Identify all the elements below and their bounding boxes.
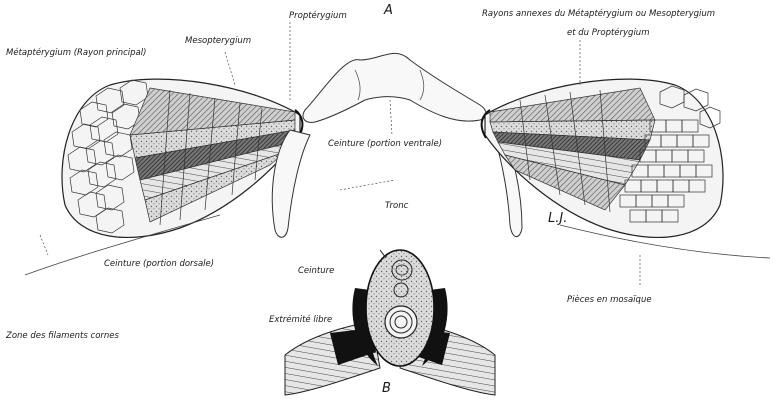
label-rayons-annexes-line1: Rayons annexes du Métaptérygium ou Mesop… <box>482 10 715 19</box>
label-propterygium: Proptérygium <box>289 12 347 21</box>
label-figure-b: B <box>382 382 391 395</box>
label-ceinture-dorsale: Ceinture (portion dorsale) <box>104 260 214 269</box>
label-pieces-mosaique: Pièces en mosaïque <box>567 296 652 305</box>
label-zone-filaments: Zone des filaments cornes <box>6 332 119 341</box>
left-pectoral-fin <box>62 79 302 237</box>
central-girdle-ventral <box>303 53 486 122</box>
label-ceinture-ventrale: Ceinture (portion ventrale) <box>328 140 442 149</box>
label-rayons-annexes-line2: et du Proptérygium <box>567 29 649 38</box>
label-ceinture: Ceinture <box>298 267 334 276</box>
artist-signature: L.J. <box>548 212 567 225</box>
label-figure-a: A <box>384 4 393 17</box>
label-extremite-libre: Extrémité libre <box>269 316 332 325</box>
label-tronc: Tronc <box>385 202 408 211</box>
label-metapterygium: Métaptérygium (Rayon principal) <box>6 49 146 58</box>
label-mesopterygium: Mesopterygium <box>185 37 251 46</box>
